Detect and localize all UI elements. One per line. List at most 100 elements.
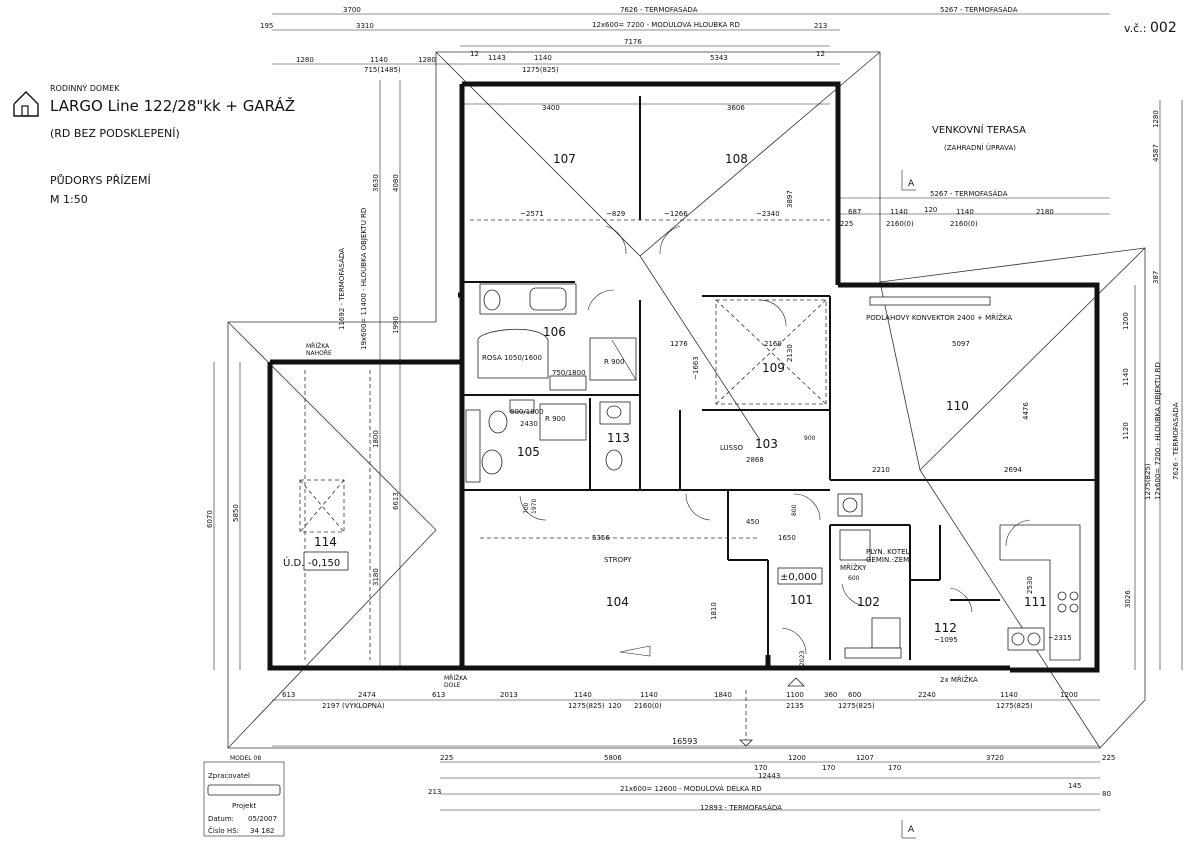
idim-3630: 3630 <box>372 174 380 192</box>
idim-2210: 2210 <box>872 466 890 474</box>
bdim-1200: 1200 <box>1060 691 1078 699</box>
idim-3897: 3897 <box>786 190 794 208</box>
right-vertical-label2: 7626 - TERMOFASÁDA <box>1171 402 1180 480</box>
bdim-600: 600 <box>848 691 861 699</box>
door-600: 600 <box>848 575 860 582</box>
bdim-1140c: 1140 <box>1000 691 1018 699</box>
idim-2315: ~2315 <box>1048 634 1072 642</box>
idim-4587: 4587 <box>1152 144 1160 162</box>
idim-1650: 1650 <box>778 534 796 542</box>
convector <box>869 296 991 306</box>
idim-6070: 6070 <box>206 510 214 528</box>
dim-7176: 7176 <box>624 38 642 46</box>
room-label-110: 110 <box>946 399 969 413</box>
stamp-project-label: Projekt <box>232 802 256 810</box>
bdim-170a: 170 <box>754 764 767 772</box>
dim-5343: 5343 <box>710 54 728 62</box>
idim-4080: 4080 <box>392 174 400 192</box>
bathroom-106-fixtures <box>477 283 637 391</box>
level-garage-prefix: Ú.D. <box>283 556 304 569</box>
dim-3400: 3400 <box>542 104 560 112</box>
dim-7626: 7626 - TERMOFASÁDA <box>620 5 698 14</box>
bdim-2160: 2160(0) <box>634 702 662 710</box>
idim-1810: 1810 <box>710 602 718 620</box>
bdim-2135: 2135 <box>786 702 804 710</box>
door-swings <box>519 225 1031 657</box>
stamp-model: MODEL 08 <box>230 755 261 762</box>
right-vertical-label: 12x600= 7200 - HLOUBKA OBJEKTU RD <box>1154 362 1162 500</box>
kitchen-111-fixtures <box>999 524 1081 661</box>
room-label-108: 108 <box>725 152 748 166</box>
tray-800: 800/1800 <box>510 408 544 416</box>
boiler-label: PLYN. KOTEL <box>866 548 910 556</box>
bathroom-105-fixtures <box>465 399 587 483</box>
room-label-102: 102 <box>857 595 880 609</box>
bdim-1275c: 1275(825) <box>996 702 1033 710</box>
grilles-102: MŘÍŽKY <box>840 563 867 572</box>
bdim-613b: 613 <box>432 691 445 699</box>
idim-5850: 5850 <box>232 504 240 522</box>
bath-rosa: ROSA 1050/1600 <box>482 354 542 362</box>
bdim-1140b: 1140 <box>640 691 658 699</box>
dim-195: 195 <box>260 22 273 30</box>
bdim-3720: 3720 <box>986 754 1004 762</box>
terrace-sub: (ZAHRADNÍ ÚPRAVA) <box>944 143 1016 152</box>
bdim-1140a: 1140 <box>574 691 592 699</box>
dim-2160a: 2160(0) <box>886 220 914 228</box>
dim-3606: 3606 <box>727 104 745 112</box>
level-box-zero <box>777 567 823 585</box>
hidden-lines <box>299 219 830 660</box>
idim-2160: 2160 <box>764 340 782 348</box>
idim-1140: 1140 <box>1122 368 1130 386</box>
dim-1140: 1140 <box>534 54 552 62</box>
stamp-prepared-label: Zpracovatel <box>208 772 250 780</box>
dim-1275: 1275(825) <box>522 66 559 74</box>
idim-1280: 1280 <box>1152 110 1160 128</box>
bdim-213: 213 <box>428 788 441 796</box>
dim-1143: 1143 <box>488 54 506 62</box>
dim-213: 213 <box>814 22 827 30</box>
dim-715: 715(1485) <box>364 66 401 74</box>
dim-2180: 2180 <box>1036 208 1054 216</box>
dim-3700: 3700 <box>343 6 361 14</box>
dim-1140c: 1140 <box>890 208 908 216</box>
room-label-104: 104 <box>606 595 629 609</box>
idim-2530: 2530 <box>1026 576 1034 594</box>
room-label-112: 112 <box>934 621 957 635</box>
idim-1276: 1276 <box>670 340 688 348</box>
idim-1200: 1200 <box>1122 312 1130 330</box>
bdim-2013: 2013 <box>500 691 518 699</box>
wc-113-fixtures <box>599 401 631 471</box>
sheet-number: 002 <box>1150 20 1177 36</box>
dim-1140b: 1140 <box>370 56 388 64</box>
grille-2x: 2x MŘÍŽKA <box>940 675 978 684</box>
grille-top2: NAHOŘE <box>306 349 332 357</box>
interior-walls <box>462 96 1097 660</box>
idim-1990: 1990 <box>392 316 400 334</box>
house-type-label: RODINNÝ DOMEK <box>50 82 120 93</box>
level-zero: ±0,000 <box>780 572 817 583</box>
project-note: (RD BEZ PODSKLEPENÍ) <box>50 127 180 140</box>
dimension-lines <box>213 13 1183 811</box>
idim-5356: 5356 <box>592 534 610 542</box>
bdim-145: 145 <box>1068 782 1081 790</box>
bdim-170c: 170 <box>888 764 901 772</box>
bdim-2197: 2197 (VÝKLOPNÁ) <box>322 701 385 710</box>
axis-marker-bottom <box>739 677 805 747</box>
shower-r900-b: R 900 <box>545 415 565 423</box>
room-label-113: 113 <box>607 431 630 445</box>
tray-750: 750/1800 <box>552 369 586 377</box>
room-label-111: 111 <box>1024 595 1047 609</box>
lusso-label: LUSSO <box>720 444 744 452</box>
idim-2694: 2694 <box>1004 466 1022 474</box>
mod-depth-rd: 12x600= 7200 - MODULOVÁ HLOUBKA RD <box>592 20 740 29</box>
section-mark-bottom <box>901 820 916 839</box>
section-mark-top <box>901 170 916 191</box>
room-label-103: 103 <box>755 437 778 451</box>
left-vertical-label: 11692 - TERMOFASÁDA <box>337 248 346 330</box>
stamp-number-value: 34 182 <box>250 827 275 835</box>
convector-label: PODLAHOVÝ KONVEKTOR 2400 + MŘÍŽKA <box>866 313 1012 322</box>
idim-1275: 1275(825) <box>1144 463 1152 500</box>
section-a-bottom: A <box>908 825 915 835</box>
dim-1280a: 1280 <box>296 56 314 64</box>
